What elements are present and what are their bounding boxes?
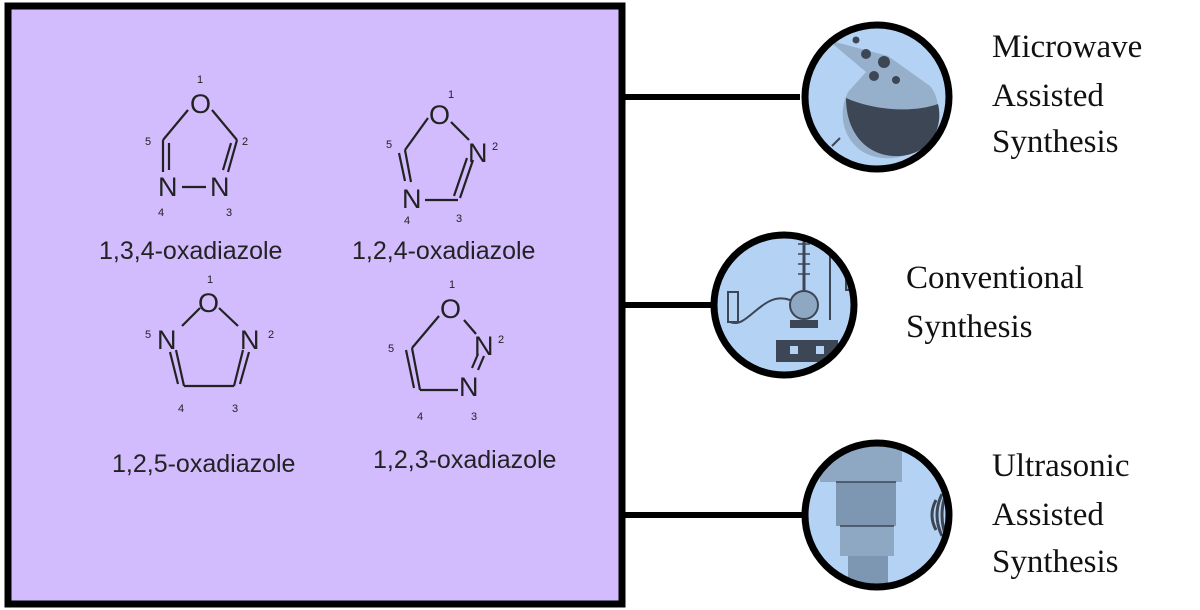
oxygen-atom-label: O [429, 100, 450, 130]
structure-name: 1,3,4-oxadiazole [99, 237, 282, 265]
method-label-line: Synthesis [906, 309, 1033, 345]
ring-position-number: 1 [449, 279, 455, 291]
method-label-line: Synthesis [992, 544, 1119, 580]
ring-position-number: 4 [158, 207, 164, 219]
ring-position-number: 2 [498, 334, 504, 346]
structure-124-oxadiazole: O N N 1 2 3 4 5 1,2,4-oxadiazole [352, 89, 535, 265]
ring-position-number: 5 [388, 343, 394, 355]
ring-position-number: 1 [448, 89, 454, 101]
nitrogen-atom-label: N [157, 325, 177, 355]
structure-name: 1,2,5-oxadiazole [112, 450, 295, 478]
oxygen-atom-label: O [440, 294, 461, 324]
ring-position-number: 5 [145, 329, 151, 341]
method-label-line: Synthesis [992, 124, 1119, 160]
oxygen-atom-label: O [198, 288, 219, 318]
ultrasonic-probe-icon [801, 439, 953, 591]
ring-position-number: 2 [492, 141, 498, 153]
nitrogen-atom-label: N [210, 172, 230, 202]
structure-125-oxadiazole: O N N 1 2 3 4 5 1,2,5-oxadiazole [112, 274, 295, 478]
nitrogen-atom-label: N [459, 372, 479, 402]
structure-134-oxadiazole: O N N 1 2 3 4 5 1,3,4-oxadiazole [99, 74, 282, 265]
nitrogen-atom-label: N [402, 184, 422, 214]
nitrogen-atom-label: N [474, 331, 494, 361]
structure-123-oxadiazole: O N N 1 2 3 4 5 1,2,3-oxadiazole [373, 279, 556, 474]
lab-setup-icon [710, 231, 858, 379]
method-label-line: Conventional [906, 260, 1084, 296]
ring-position-number: 3 [226, 207, 232, 219]
ring-position-number: 4 [417, 411, 423, 423]
ring-position-number: 2 [242, 136, 248, 148]
ring-position-number: 3 [232, 403, 238, 415]
ring-position-number: 1 [197, 74, 203, 86]
ring-position-number: 3 [471, 411, 477, 423]
oxygen-atom-label: O [190, 89, 211, 119]
flask-icon [801, 21, 953, 173]
nitrogen-atom-label: N [468, 138, 488, 168]
ring-position-number: 1 [207, 274, 213, 286]
method-label-line: Assisted [992, 78, 1104, 114]
ring-position-number: 5 [386, 139, 392, 151]
nitrogen-atom-label: N [240, 325, 260, 355]
structure-name: 1,2,4-oxadiazole [352, 237, 535, 265]
ring-position-number: 5 [145, 136, 151, 148]
structure-name: 1,2,3-oxadiazole [373, 446, 556, 474]
method-label-line: Assisted [992, 497, 1104, 533]
structures-panel [4, 2, 626, 608]
ring-position-number: 3 [456, 213, 462, 225]
ring-position-number: 4 [404, 215, 410, 227]
ring-position-number: 4 [178, 403, 184, 415]
ring-position-number: 2 [268, 329, 274, 341]
nitrogen-atom-label: N [158, 172, 178, 202]
method-label-line: Ultrasonic [992, 448, 1129, 484]
method-label-line: Microwave [992, 29, 1142, 65]
